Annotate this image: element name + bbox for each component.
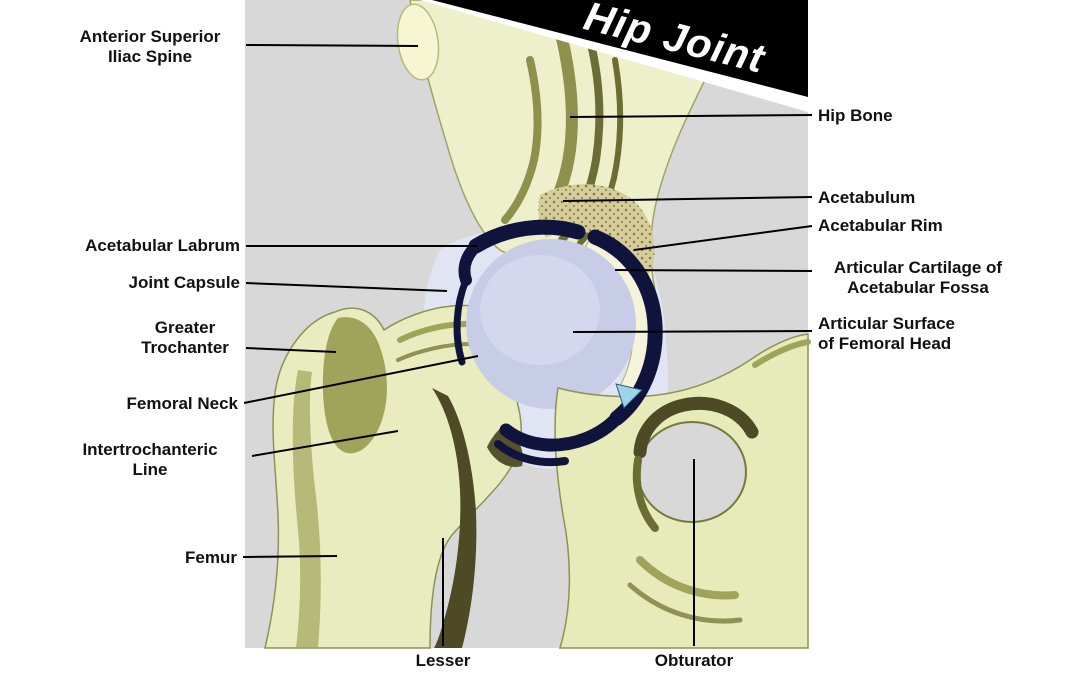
fossa-cartilage-wedge [615, 383, 643, 409]
label-anterior-superior-iliac-spine: Anterior Superior Iliac Spine [79, 27, 221, 67]
leader-femoral-neck [243, 355, 479, 404]
label-articular-surface-femoral-head: Articular Surface of Femoral Head [818, 314, 955, 354]
leader-acetabulum [562, 196, 813, 202]
femoral-head [466, 239, 636, 409]
leader-acetabular-rim [633, 225, 813, 251]
obturator-foramen [637, 421, 747, 523]
leader-hip-bone [569, 114, 813, 118]
label-acetabular-labrum: Acetabular Labrum [85, 236, 240, 255]
leader-femur [242, 555, 338, 558]
label-obturator: Obturator [654, 651, 734, 670]
label-acetabular-rim: Acetabular Rim [818, 216, 943, 235]
label-acetabulum: Acetabulum [818, 188, 916, 207]
leader-articular-surface-femoral-head [572, 330, 813, 333]
label-femoral-neck: Femoral Neck [126, 394, 239, 413]
label-lesser: Lesser [415, 651, 471, 670]
leader-intertrochanteric-line [251, 430, 399, 457]
title-banner [420, 0, 808, 112]
label-joint-capsule: Joint Capsule [128, 273, 240, 292]
femoral-neck [397, 321, 471, 343]
label-greater-trochanter: Greater Trochanter [141, 318, 229, 358]
femur [264, 304, 527, 649]
leader-articular-cartilage-acetabular-fossa [614, 269, 813, 272]
leader-greater-trochanter [245, 347, 337, 353]
label-femur: Femur [185, 548, 237, 567]
leader-lines [242, 44, 813, 646]
label-articular-cartilage-acetabular-fossa: Articular Cartilage of Acetabular Fossa [833, 258, 1003, 298]
label-hip-bone: Hip Bone [818, 106, 893, 125]
leader-anterior-superior-iliac-spine [245, 44, 419, 47]
intertrochanteric-line [432, 388, 477, 648]
label-intertrochanteric-line: Intertrochanteric Line [82, 440, 218, 480]
greater-trochanter [322, 317, 387, 454]
leader-joint-capsule [245, 282, 448, 292]
acetabular-labrum [468, 219, 586, 254]
anterior-superior-iliac-spine [396, 3, 440, 81]
